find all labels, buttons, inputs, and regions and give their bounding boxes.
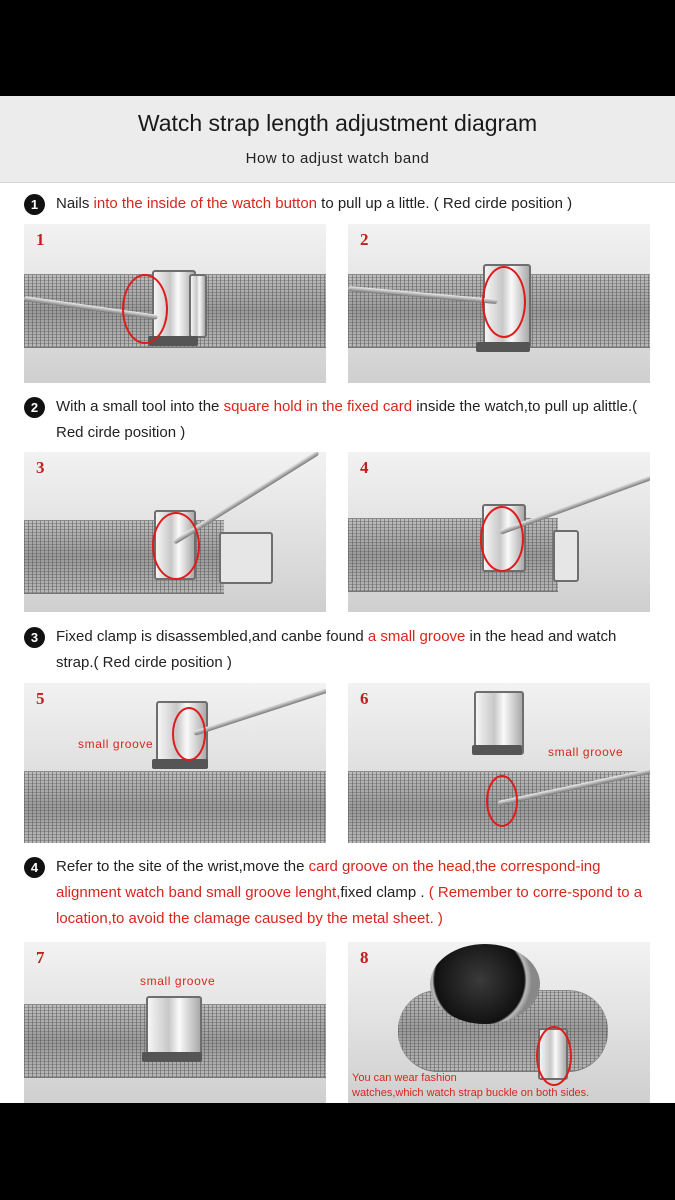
watch-face [430,944,540,1024]
step-text: Nails into the inside of the watch butto… [56,191,654,217]
mesh-strap [24,771,326,843]
step-number-badge: 3 [24,627,45,648]
photo-8: You can wear fashion watches,which watch… [348,942,650,1103]
step-text-part: Nails [56,195,94,212]
photo-6: small groove 6 [348,683,650,843]
photo-number: 6 [360,689,369,708]
page-subtitle: How to adjust watch band [245,150,430,167]
caption-line-1: You can wear fashion [352,1072,457,1084]
caption-line-2: watches,which watch strap buckle on both… [352,1087,590,1099]
mesh-strap [348,518,558,592]
red-circle-marker [152,512,200,580]
strap-end-loop [219,532,273,584]
step-text-highlight: card groove on the head,the correspond-i… [56,858,601,901]
step-text-part: in the head and watch strap.( Red cirde … [56,628,617,671]
step-number-badge: 1 [24,194,45,215]
photo-number: 7 [36,948,45,967]
step-text-highlight: a small groove [367,628,466,645]
step-text-part: With a small tool into the [56,398,224,415]
groove-label: small groove [548,745,624,759]
step-text: With a small tool into the square hold i… [56,394,654,446]
red-circle-marker [122,274,168,344]
clamp-shadow [142,1052,202,1062]
step-text-part: inside the watch,to pull up alittle.( Re… [56,398,638,441]
step-2: 2 With a small tool into the square hold… [24,394,654,446]
strap-clamp-end [189,274,207,338]
step-text: Fixed clamp is disassembled,and canbe fo… [56,624,654,676]
step-text-highlight: ( Remember to corre-spond to a location,… [56,884,643,927]
step-text-highlight: into the inside of the watch button [93,195,317,212]
step-text-part: to pull up a little. ( Red cirde positio… [317,195,573,212]
red-circle-marker [536,1026,572,1086]
clamp-shadow [152,759,208,769]
photo-number: 2 [360,230,369,249]
groove-label: small groove [78,737,154,751]
clamp-shadow [476,342,530,352]
pin-tool [193,687,326,736]
page-title: Watch strap length adjustment diagram [137,110,538,136]
photo-number: 4 [360,458,369,477]
header-banner: Watch strap length adjustment diagram Ho… [0,96,675,183]
strap-clamp [146,996,202,1058]
red-circle-marker [480,506,524,572]
step-text-part: Fixed clamp is disassembled,and canbe fo… [56,628,368,645]
step-number-badge: 4 [24,857,45,878]
photo-number: 5 [36,689,45,708]
photo-number: 3 [36,458,45,477]
red-circle-marker [486,775,518,827]
photo-number: 1 [36,230,45,249]
instruction-sheet: Watch strap length adjustment diagram Ho… [0,96,675,1103]
step-4: 4 Refer to the site of the wrist,move th… [24,854,654,932]
red-circle-marker [482,266,526,338]
photo-7: small groove 7 [24,942,326,1103]
strap-end-loop [553,530,579,582]
photo-number: 8 [360,948,369,967]
clamp-shadow [148,336,198,346]
photo-2: 2 [348,224,650,383]
step-text-highlight: square hold in the fixed card [223,398,413,415]
step-text: Refer to the site of the wrist,move the … [56,854,654,932]
step-number-badge: 2 [24,397,45,418]
clamp-shadow [472,745,522,755]
groove-label: small groove [140,974,216,988]
photo-3: 3 [24,452,326,612]
step-3: 3 Fixed clamp is disassembled,and canbe … [24,624,654,676]
step-text-part: Refer to the site of the wrist,move the [56,858,309,875]
photo-1: 1 [24,224,326,383]
step-text-part: fixed clamp . [340,884,429,901]
photo-4: 4 [348,452,650,612]
step-1: 1 Nails into the inside of the watch but… [24,191,654,217]
red-circle-marker [172,707,206,761]
photo-5: small groove 5 [24,683,326,843]
